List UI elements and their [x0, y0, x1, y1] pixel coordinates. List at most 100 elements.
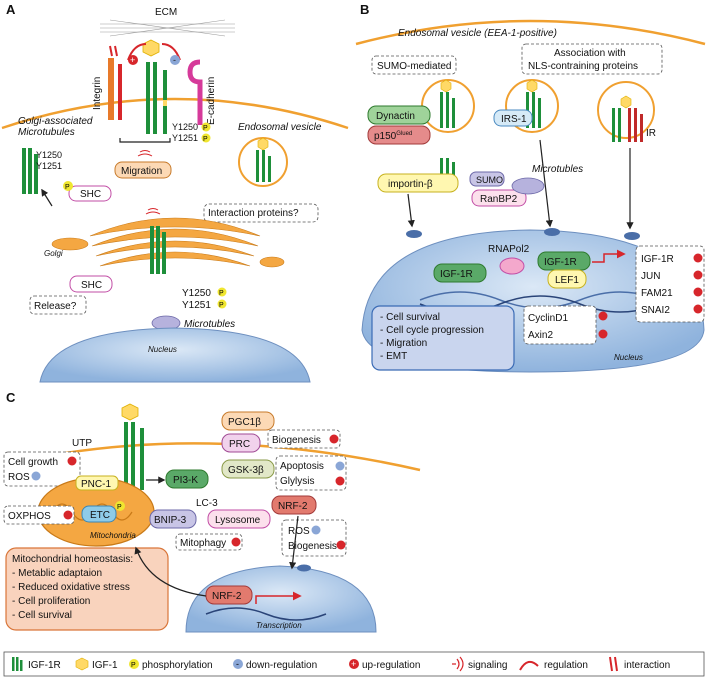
up-regulation-legend-icon	[349, 659, 359, 669]
phospho-icon	[217, 299, 227, 309]
phospho-letter: P	[203, 136, 208, 143]
panel-a: A ECM Integrin + -	[1, 2, 349, 383]
endosomal-vesicle-label-a: Endosomal vesicle	[238, 122, 322, 133]
up-regulation-icon	[336, 540, 346, 550]
up-regulation-icons-b	[693, 253, 703, 314]
ecadherin-label: E-cadherin	[206, 77, 217, 125]
pgc1b-box	[221, 411, 275, 431]
phospho-legend-icon	[129, 659, 139, 669]
homeostasis-title: Mitochondrial homeostasis:	[12, 554, 133, 565]
microtubule-body-b	[511, 177, 545, 195]
gsk3b-label: GSK-3β	[228, 465, 264, 476]
shc-box-upper	[68, 185, 112, 202]
dynactin-label: Dynactin	[376, 111, 415, 122]
up-regulation-icon	[335, 476, 345, 486]
nuclear-pore	[544, 228, 560, 236]
phospho-icon	[63, 181, 73, 191]
vesicle-b-3	[597, 81, 655, 139]
up-regulation-sign: +	[351, 659, 356, 669]
microtubles-label-b: Microtubles	[532, 164, 583, 175]
microtubles-label-a: Microtubles	[184, 319, 235, 330]
igf1-ligand	[526, 79, 538, 93]
down-regulation-sign: -	[173, 55, 176, 65]
association-label-1: Association with	[554, 48, 626, 59]
igf1r-legend-icon-3	[20, 660, 23, 671]
phospho-icon	[201, 122, 211, 132]
legend-phosphorylation: phosphorylation	[142, 660, 213, 671]
phospho-letter: P	[203, 125, 208, 132]
apoptosis-label: Apoptosis	[280, 461, 324, 472]
ranbp2-label: RanBP2	[480, 194, 518, 205]
cell-growth-box	[3, 451, 81, 487]
outcomes-box	[371, 305, 515, 371]
pi3k-box	[165, 469, 209, 489]
signaling-icon-2	[145, 208, 161, 215]
igf1-ligand	[257, 137, 269, 151]
arrow	[41, 188, 53, 207]
prc-label: PRC	[229, 439, 250, 450]
bnip3-label: BNIP-3	[154, 515, 187, 526]
transcription-arrow-c	[255, 591, 302, 604]
nucleus-label-b: Nucleus	[614, 353, 643, 362]
transcription-label: Transcription	[256, 621, 302, 630]
association-label-2: NLS-contraining proteins	[528, 61, 638, 72]
targets-box	[635, 245, 705, 323]
regulation-legend-icon	[519, 660, 539, 671]
lysosome-label: Lysosome	[215, 515, 261, 526]
legend-downregulation: down-regulation	[246, 660, 317, 671]
homeostasis-1: - Metablic adaptaion	[12, 568, 102, 579]
sumo-label: SUMO	[476, 175, 503, 185]
ir-receptor	[628, 108, 643, 142]
igf1r-legend-icon-2	[16, 657, 19, 671]
sumo-mediated-box	[371, 55, 457, 75]
oxphos-label: OXPHOS	[8, 511, 51, 522]
mitophagy-box	[175, 533, 243, 551]
transcription-arrow-b	[592, 249, 626, 263]
phospho-letter: P	[65, 184, 70, 191]
target-igf1r: IGF-1R	[641, 254, 674, 265]
ranbp2-box	[471, 189, 527, 207]
etc-box	[81, 505, 117, 523]
golgi-stack	[51, 217, 285, 268]
oxphos-box	[3, 505, 75, 525]
legend-interaction: interaction	[624, 660, 670, 671]
shc-box-lower	[69, 275, 113, 293]
biogenesis2-label: Biogenesis	[288, 541, 337, 552]
igf1r-legend-icon	[12, 657, 15, 671]
outcome-4: - EMT	[380, 351, 407, 362]
panel-c-label: C	[6, 390, 16, 405]
legend-signaling: signaling	[468, 660, 507, 671]
igf1r-receptor-a-left	[22, 148, 38, 194]
endosomal-vesicle-label-b: Endosomal vesicle (EEA-1-positive)	[398, 28, 557, 39]
irs1-label: IRS-1	[501, 114, 527, 125]
pgc1b-label: PGC1β	[228, 417, 261, 428]
signaling-legend-icon	[452, 656, 464, 672]
association-box	[521, 43, 663, 75]
bracket	[119, 138, 171, 143]
phospho-icon	[217, 287, 227, 297]
ros2-label: ROS	[288, 526, 310, 537]
down-regulation-icon	[31, 471, 41, 481]
igf1r-receptor-importin	[440, 158, 455, 184]
panel-b-label: B	[360, 2, 369, 17]
y1250-left: Y1250	[36, 150, 62, 160]
release-label: Release?	[34, 301, 77, 312]
target-fam21: FAM21	[641, 288, 673, 299]
down-regulation-icon	[311, 525, 321, 535]
nrf2-nuc-box	[205, 585, 253, 605]
ros-label: ROS	[8, 472, 30, 483]
igf1-ligand-a	[142, 39, 160, 57]
migration-label: Migration	[121, 166, 162, 177]
interaction-proteins-box	[203, 203, 319, 223]
apoptosis-box	[275, 455, 347, 491]
phospho-letter: P	[219, 302, 224, 309]
panel-b: B Endosomal vesicle (EEA-1-positive) SUM…	[355, 2, 706, 373]
homeostasis-box	[5, 547, 169, 631]
target-jun: JUN	[641, 271, 660, 282]
p150-label: p150Glued	[374, 131, 412, 142]
up-regulation-icon	[67, 456, 77, 466]
igf1r-nuc-label-1: IGF-1R	[440, 269, 473, 280]
igf1r-receptor-c	[124, 422, 144, 490]
ecm-lines	[100, 19, 235, 37]
arrow	[539, 139, 553, 228]
